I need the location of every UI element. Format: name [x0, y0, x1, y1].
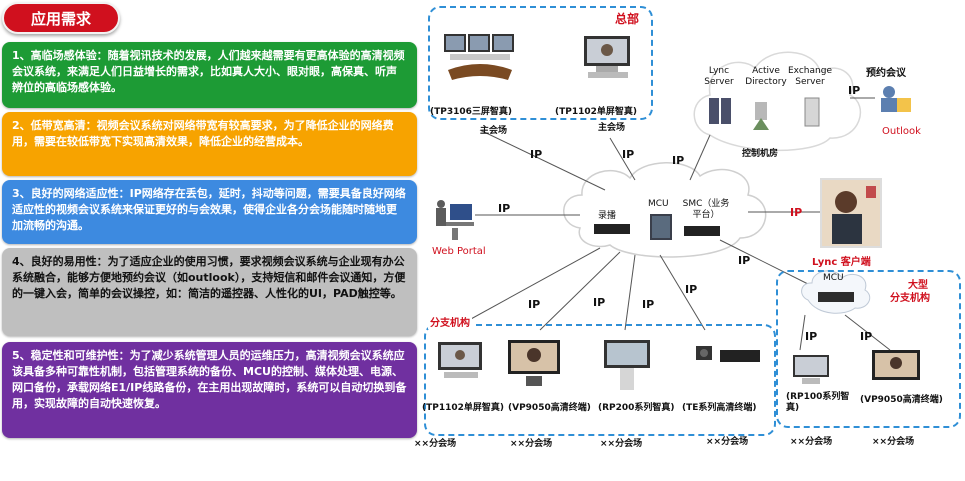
- network-diagram: 总部 (TP3106三屏智真) (TP1102单屏智真) 主会场 主会场 Lyn…: [414, 0, 965, 481]
- lync-client-label: Lync 客户端: [812, 257, 871, 268]
- header-title: 应用需求: [2, 2, 120, 34]
- large-branch-title: 大型: [908, 280, 928, 291]
- lync-person-icon: [832, 186, 876, 244]
- outlook-user-icon: [881, 86, 911, 112]
- branch-vp9050-icon: [508, 340, 560, 386]
- branch-device-te-label: (TE系列高清终端): [682, 403, 757, 413]
- requirement-usability: 4、良好的易用性：为了适应企业的使用习惯，要求视频会议系统与企业现有办公系统融合…: [2, 248, 417, 336]
- main-site-label-1: 主会场: [480, 126, 508, 136]
- ip-label-4: IP: [498, 202, 511, 215]
- ip-label-5: IP: [790, 206, 803, 219]
- branch-label: 分支机构: [428, 314, 472, 329]
- ip-label-6: IP: [738, 254, 751, 267]
- requirement-network-adaptability: 3、良好的网络适应性：IP网络存在丢包，延时，抖动等问题，需要具备良好网络适应性…: [2, 180, 417, 244]
- site-label-4: ××分会场: [706, 437, 749, 447]
- large-device-vp9050-label: (VP9050高清终端): [860, 395, 943, 405]
- branch-device-rp200-label: (RP200系列智真): [598, 403, 675, 413]
- requirement-immersive: 1、高临场感体验：随着视讯技术的发展，人们越来越需要有更高体验的高清视频会议系统…: [2, 42, 417, 108]
- hq-label: 总部: [615, 12, 640, 26]
- hq-box: [428, 6, 653, 120]
- booking-label: 预约会议: [866, 68, 906, 79]
- hq-device-tp3106-label: (TP3106三屏智真): [430, 107, 513, 117]
- smc-label: SMC（业务平台）: [682, 199, 730, 220]
- site-label-5: ××分会场: [790, 437, 833, 447]
- hq-device-tp1102-label: (TP1102单屏智真): [555, 107, 638, 117]
- server-rack-icons: [709, 97, 820, 130]
- tp3106-device-icon: [444, 34, 514, 80]
- branch-device-vp9050-label: (VP9050高清终端): [508, 403, 591, 413]
- ip-label-12: IP: [860, 330, 873, 343]
- large-branch-subtitle: 分支机构: [890, 293, 930, 304]
- branch-rp200-icon: [604, 340, 650, 390]
- control-room-label: 控制机房: [742, 149, 779, 159]
- site-label-1: ××分会场: [414, 439, 457, 449]
- ip-label-9: IP: [593, 296, 606, 309]
- ip-label-7: IP: [685, 283, 698, 296]
- branch-mcu-icon: [818, 292, 854, 302]
- recording-label: 录播: [598, 211, 617, 221]
- lync-client-screen: [820, 178, 882, 248]
- requirement-low-bandwidth: 2、低带宽高清：视频会议系统对网络带宽有较高要求，为了降低企业的网络费用，需要在…: [2, 112, 417, 176]
- branch-device-tp1102-label: (TP1102单屏智真): [422, 403, 505, 413]
- main-site-label-2: 主会场: [598, 123, 626, 133]
- large-rp100-icon: [793, 355, 829, 384]
- ip-label-8: IP: [528, 298, 541, 311]
- server-ad-label: Active Directory: [745, 66, 787, 87]
- large-device-rp100-label: (RP100系列智真): [786, 392, 850, 413]
- tp1102-device-icon: [584, 36, 630, 78]
- branch-mcu-label: MCU: [823, 273, 844, 283]
- branch-box: [424, 324, 776, 436]
- web-portal-label: Web Portal: [432, 246, 486, 257]
- mcu-device-icons: [594, 214, 720, 240]
- ip-label-10: IP: [642, 298, 655, 311]
- site-label-3: ××分会场: [600, 439, 643, 449]
- server-lync-label: Lync Server: [704, 66, 734, 87]
- ip-label-11: IP: [805, 330, 818, 343]
- server-exchange-label: Exchange Server: [788, 66, 832, 87]
- ip-label-booking: IP: [848, 84, 861, 97]
- branch-tp1102-icon: [438, 342, 482, 378]
- branch-te-icon: [696, 346, 760, 362]
- requirement-reliability: 5、稳定性和可维护性：为了减少系统管理人员的运维压力，高清视频会议系统应该具备多…: [2, 342, 417, 438]
- site-label-2: ××分会场: [510, 439, 553, 449]
- site-label-6: ××分会场: [872, 437, 915, 447]
- mcu-label: MCU: [648, 199, 669, 209]
- large-branch-box: [776, 270, 961, 428]
- web-portal-icon: [436, 200, 474, 240]
- ip-label-1: IP: [530, 148, 543, 161]
- large-vp9050-icon: [872, 350, 920, 380]
- ip-label-3: IP: [672, 154, 685, 167]
- ip-label-2: IP: [622, 148, 635, 161]
- outlook-label: Outlook: [882, 126, 921, 137]
